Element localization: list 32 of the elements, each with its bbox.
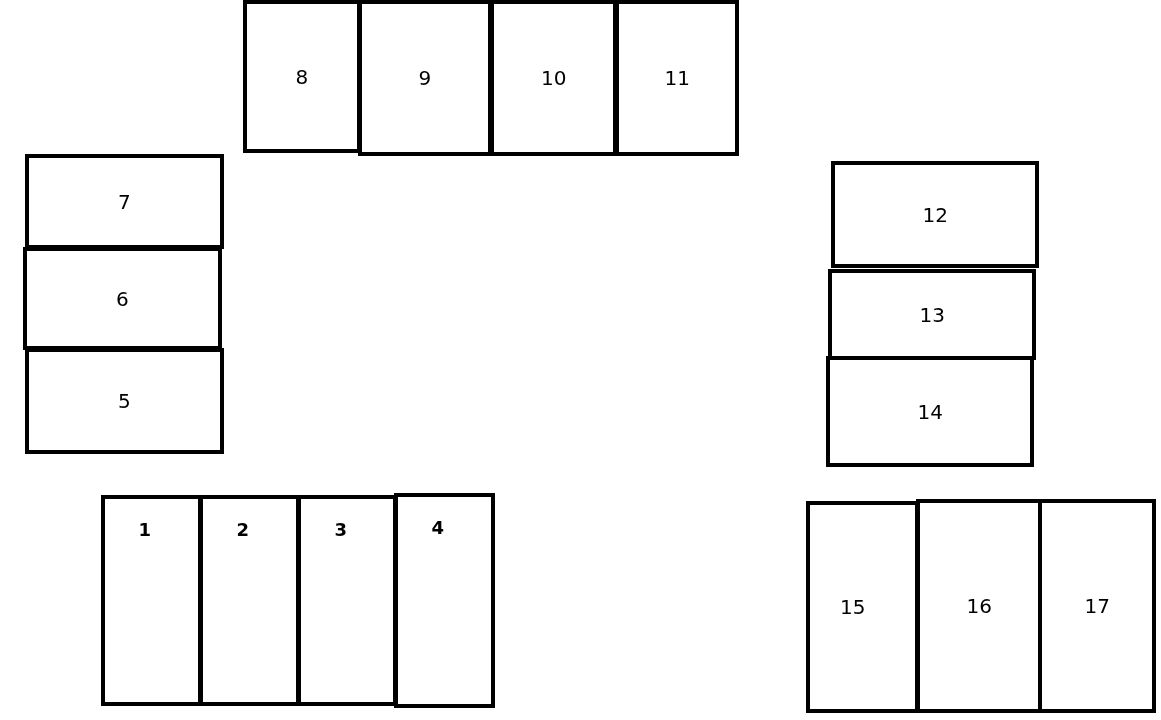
room-number: 2 [236,519,250,540]
room-number: 9 [418,66,432,90]
room-box [394,493,495,708]
room-number: 4 [431,517,445,538]
room-number: 10 [541,66,567,90]
room-number: 7 [118,189,131,214]
room-box [615,0,739,156]
room-box [243,0,361,153]
room-box [828,269,1036,360]
room-number: 11 [664,66,690,90]
room-number: 12 [922,202,948,227]
room-box [831,161,1039,268]
room-box [826,356,1034,467]
room-box [25,348,224,454]
room-box [23,247,222,350]
room-box [101,495,202,706]
room-box [358,0,492,156]
room-number: 1 [138,519,152,540]
room-box [806,501,919,713]
room-number: 6 [116,286,129,311]
room-number: 8 [295,64,309,89]
room-number: 13 [919,302,945,327]
room-box [199,495,300,706]
room-number: 14 [917,399,943,424]
room-box [25,154,224,249]
room-number: 16 [966,594,992,618]
room-number: 17 [1084,594,1110,618]
room-number: 5 [118,389,131,413]
room-number: 15 [840,595,866,619]
room-box [297,495,397,706]
room-number: 3 [334,519,348,540]
room-box [490,0,617,156]
